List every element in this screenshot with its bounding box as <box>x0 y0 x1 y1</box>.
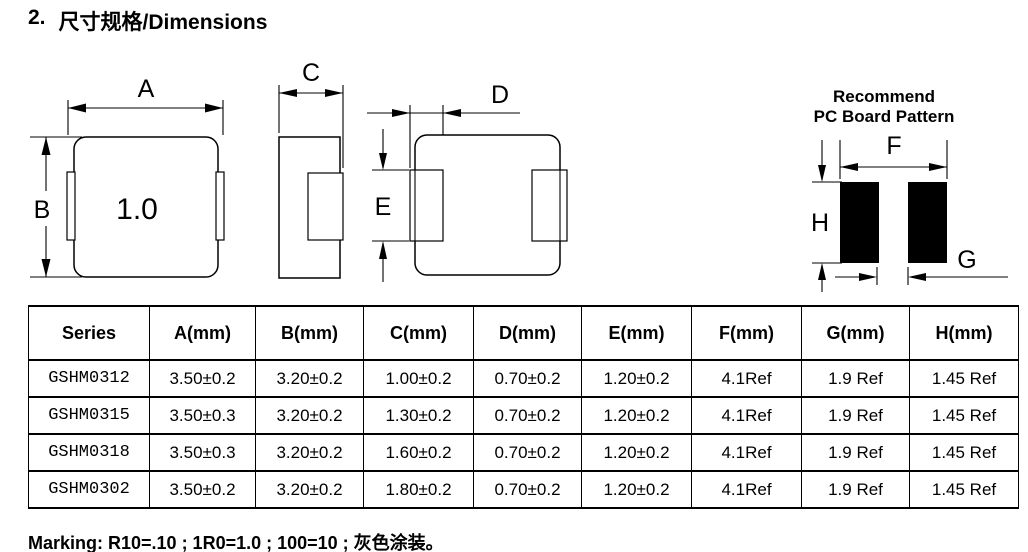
dim-label-g: G <box>957 246 976 274</box>
pcb-pattern-drawing: Recommend PC Board Pattern F H G <box>811 87 1008 292</box>
pcb-pattern-title-line2: PC Board Pattern <box>814 107 955 126</box>
cell: 0.70±0.2 <box>473 433 582 472</box>
section-title-text: 尺寸规格/Dimensions <box>58 11 268 34</box>
table-row: GSHM0312 3.50±0.2 3.20±0.2 1.00±0.2 0.70… <box>28 359 1019 398</box>
pcb-pattern-title-line1: Recommend <box>833 87 935 106</box>
cell: 1.60±0.2 <box>363 433 474 472</box>
arrowhead <box>325 89 343 97</box>
terminal-tab-right <box>215 171 225 241</box>
arrowhead <box>818 165 826 182</box>
cell-series: GSHM0312 <box>28 359 150 398</box>
dimensions-table: Series A(mm) B(mm) C(mm) D(mm) E(mm) F(m… <box>28 305 1019 509</box>
cell: 1.80±0.2 <box>363 470 474 509</box>
col-header-e: E(mm) <box>581 305 692 361</box>
marking-note: Marking: R10=.10 ; 1R0=1.0 ; 100=10 ; 灰色… <box>28 533 444 552</box>
side-view-drawing: C <box>278 59 344 279</box>
dim-label-d: D <box>491 81 509 109</box>
cell: 1.45 Ref <box>909 359 1019 398</box>
arrowhead <box>908 273 926 281</box>
cell: 3.50±0.3 <box>149 396 256 435</box>
arrowhead <box>443 109 461 117</box>
cell: 3.50±0.2 <box>149 470 256 509</box>
cell-series: GSHM0318 <box>28 433 150 472</box>
cell: 1.30±0.2 <box>363 396 474 435</box>
cell: 3.20±0.2 <box>255 359 364 398</box>
cell: 1.45 Ref <box>909 433 1019 472</box>
cell: 4.1Ref <box>691 359 802 398</box>
cell: 1.45 Ref <box>909 396 1019 435</box>
cell: 1.9 Ref <box>801 396 910 435</box>
cell: 1.20±0.2 <box>581 359 692 398</box>
cell: 1.9 Ref <box>801 359 910 398</box>
section-title: 2. 尺寸规格/Dimensions <box>28 6 267 36</box>
terminal-pad-right <box>531 169 568 242</box>
arrowhead <box>379 241 387 259</box>
cell: 4.1Ref <box>691 433 802 472</box>
cell: 1.9 Ref <box>801 433 910 472</box>
part-marking: 1.0 <box>116 193 158 226</box>
col-header-f: F(mm) <box>691 305 802 361</box>
arrowhead <box>379 153 387 170</box>
cell: 3.20±0.2 <box>255 470 364 509</box>
arrowhead <box>929 163 947 171</box>
bottom-view-drawing: D E <box>367 81 568 282</box>
arrowhead <box>840 163 858 171</box>
arrowhead <box>392 109 410 117</box>
cell: 1.45 Ref <box>909 470 1019 509</box>
cell: 0.70±0.2 <box>473 359 582 398</box>
dim-label-e: E <box>375 193 392 221</box>
col-header-b: B(mm) <box>255 305 364 361</box>
arrowhead <box>41 137 51 155</box>
cell: 3.20±0.2 <box>255 433 364 472</box>
col-header-series: Series <box>28 305 150 361</box>
dim-label-h: H <box>811 209 829 237</box>
cell-series: GSHM0315 <box>28 396 150 435</box>
top-view-drawing: A 1.0 B <box>30 75 225 278</box>
col-header-d: D(mm) <box>473 305 582 361</box>
section-number: 2. <box>28 6 46 29</box>
cell: 1.20±0.2 <box>581 396 692 435</box>
cell: 0.70±0.2 <box>473 396 582 435</box>
cell: 1.20±0.2 <box>581 470 692 509</box>
cell: 1.20±0.2 <box>581 433 692 472</box>
arrowhead <box>859 273 877 281</box>
table-row: GSHM0302 3.50±0.2 3.20±0.2 1.80±0.2 0.70… <box>28 470 1019 509</box>
dim-label-b: B <box>34 196 51 224</box>
col-header-c: C(mm) <box>363 305 474 361</box>
col-header-h: H(mm) <box>909 305 1019 361</box>
cell: 0.70±0.2 <box>473 470 582 509</box>
arrowhead <box>279 89 297 97</box>
cell: 3.50±0.3 <box>149 433 256 472</box>
cell: 1.00±0.2 <box>363 359 474 398</box>
arrowhead <box>68 103 86 113</box>
cell: 3.20±0.2 <box>255 396 364 435</box>
cell-series: GSHM0302 <box>28 470 150 509</box>
terminal-tab-left <box>66 171 76 241</box>
arrowhead <box>41 259 51 277</box>
cell: 4.1Ref <box>691 470 802 509</box>
side-terminal-notch <box>307 172 344 241</box>
cell: 3.50±0.2 <box>149 359 256 398</box>
cell: 4.1Ref <box>691 396 802 435</box>
table-header-row: Series A(mm) B(mm) C(mm) D(mm) E(mm) F(m… <box>28 305 1019 361</box>
col-header-a: A(mm) <box>149 305 256 361</box>
col-header-g: G(mm) <box>801 305 910 361</box>
table-row: GSHM0315 3.50±0.3 3.20±0.2 1.30±0.2 0.70… <box>28 396 1019 435</box>
cell: 1.9 Ref <box>801 470 910 509</box>
solder-pad-left <box>840 182 879 263</box>
solder-pad-right <box>908 182 947 263</box>
dim-label-f: F <box>886 132 901 160</box>
arrowhead <box>205 103 223 113</box>
dim-label-a: A <box>138 75 155 103</box>
table-row: GSHM0318 3.50±0.3 3.20±0.2 1.60±0.2 0.70… <box>28 433 1019 472</box>
dimension-drawings: A 1.0 B C <box>30 59 1008 292</box>
arrowhead <box>818 263 826 280</box>
dim-label-c: C <box>302 59 320 87</box>
